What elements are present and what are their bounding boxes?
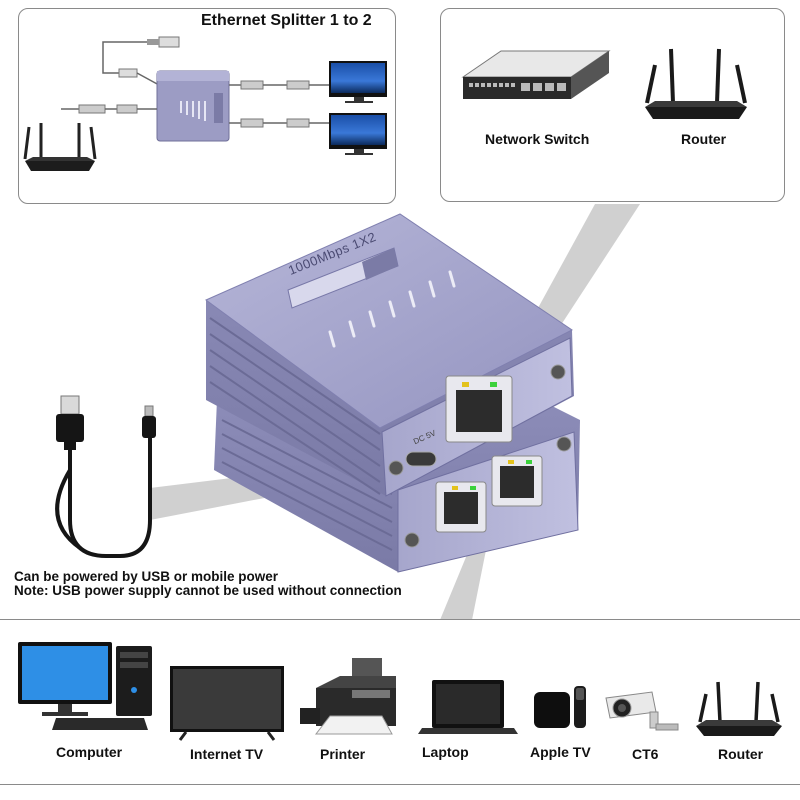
- device-label-printer: Printer: [320, 746, 366, 762]
- power-note-line-2: Note: USB power supply cannot be used wi…: [14, 583, 402, 598]
- computer-icon: [18, 642, 152, 730]
- device-label-router: Router: [718, 746, 764, 762]
- device-label-laptop: Laptop: [422, 744, 469, 760]
- device-label-ct6: CT6: [632, 746, 659, 762]
- splitter-diagram-panel: Ethernet Splitter 1 to 2: [18, 8, 396, 204]
- device-label-computer: Computer: [56, 744, 123, 760]
- splitter-wiring-illustration: [23, 36, 387, 171]
- tv-icon: [170, 666, 284, 741]
- diagram-title: Ethernet Splitter 1 to 2: [201, 12, 372, 29]
- camera-icon: [605, 691, 679, 731]
- wan-port: [445, 375, 513, 443]
- lan-port-2: [491, 455, 543, 507]
- network-switch-label: Network Switch: [485, 131, 590, 147]
- laptop-icon: [418, 680, 518, 734]
- lan-port-1: [435, 481, 487, 533]
- power-note-line-1: Can be powered by USB or mobile power: [14, 569, 279, 584]
- device-label-apple-tv: Apple TV: [530, 744, 591, 760]
- network-switch-icon: [461, 50, 611, 99]
- device-label-internet-tv: Internet TV: [190, 746, 264, 762]
- apple-tv-icon: [534, 686, 586, 728]
- router-label: Router: [681, 131, 727, 147]
- router-icon: [645, 48, 747, 119]
- usb-c-port: [405, 451, 437, 467]
- printer-icon: [300, 658, 396, 735]
- connect-targets-panel: Network Switch Router: [440, 8, 785, 202]
- router-icon: [696, 681, 782, 736]
